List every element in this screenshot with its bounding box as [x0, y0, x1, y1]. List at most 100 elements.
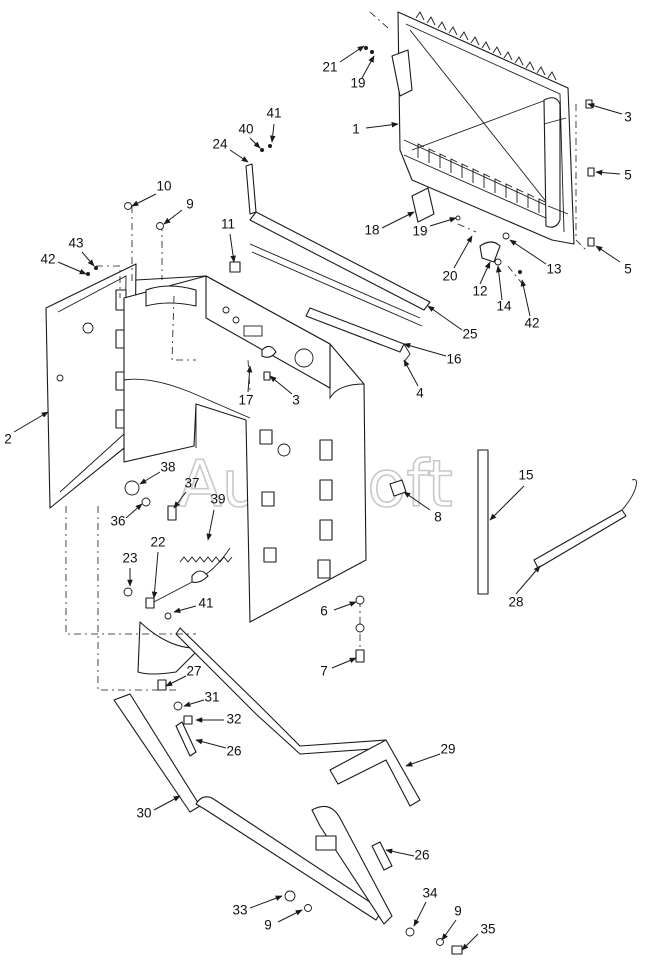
alignment-lines [65, 11, 587, 691]
callout-label: 4 [416, 386, 424, 401]
radiator-fin [448, 26, 458, 173]
callout-label: 5 [624, 262, 632, 277]
callout-leader-line [249, 895, 283, 909]
callout-leader-line [246, 365, 253, 393]
radiator-fin [514, 56, 524, 203]
radiator-fin [525, 61, 535, 208]
callout-leader-line [277, 909, 303, 923]
latch-cable [149, 547, 231, 605]
lower-frame [113, 693, 393, 925]
callout-label: 31 [204, 690, 219, 705]
callout-label: 13 [546, 262, 561, 277]
callout-leader-line [520, 279, 531, 317]
callout-label: 39 [210, 492, 225, 507]
callout-leader-line [495, 265, 503, 301]
callout-label: 3 [292, 393, 300, 408]
callout-label: 5 [624, 168, 632, 183]
link-arm [245, 163, 257, 215]
callout-label: 34 [422, 886, 438, 901]
callout-leader-line [509, 239, 547, 265]
callout-label: 25 [462, 327, 477, 342]
callout-label: 18 [364, 223, 379, 238]
callout-label: 30 [136, 806, 151, 821]
callout-leader-line [361, 55, 375, 79]
callout-label: 41 [266, 106, 281, 121]
prop-rod [533, 479, 637, 569]
callout-leader-line [339, 45, 365, 63]
callout-label: 11 [221, 217, 235, 232]
callout-leader-line [515, 565, 541, 595]
radiator-fin [503, 51, 513, 198]
callout-leader-line [125, 503, 143, 519]
callout-label: 16 [446, 352, 461, 367]
callout-leader-line [131, 193, 157, 207]
spring [179, 556, 233, 563]
callout-leader-line [381, 211, 415, 229]
callout-label: 29 [440, 742, 455, 757]
vertical-strip [477, 449, 489, 595]
callout-label: 41 [198, 596, 213, 611]
callout-leader-line [153, 795, 181, 811]
callout-leader-line [429, 217, 457, 227]
radiator-fin [481, 41, 491, 188]
radiator-fin [459, 31, 469, 178]
callout-leader-line [441, 919, 457, 941]
top-bracket [135, 275, 331, 389]
radiator-fin [536, 66, 546, 213]
callout-leader-line [173, 491, 187, 509]
callout-leader-line [173, 605, 197, 614]
callout-leader-line [489, 485, 525, 521]
callout-leader-line [595, 169, 621, 176]
callout-leader-line [206, 509, 215, 541]
callout-label: 20 [442, 269, 457, 284]
callout-label: 8 [434, 510, 442, 525]
callout-label: 42 [524, 316, 539, 331]
callout-leader-line [461, 933, 479, 951]
callout-label: 15 [518, 468, 533, 483]
callout-leader-line [183, 699, 205, 707]
callout-leader-line [587, 103, 623, 115]
callout-label: 21 [322, 60, 337, 75]
callout-leader-line [403, 359, 419, 387]
callout-label: 7 [320, 664, 328, 679]
callout-label: 36 [110, 514, 125, 529]
callout-label: 27 [186, 664, 201, 679]
support-bar [175, 627, 421, 807]
callout-label: 9 [186, 197, 194, 212]
callout-label: 19 [350, 76, 365, 91]
callout-label: 38 [160, 460, 175, 475]
left-side-panel [45, 263, 137, 509]
callout-leader-line [163, 209, 183, 225]
callout-label: 32 [226, 712, 241, 727]
callout-leader-line [427, 305, 463, 331]
radiator-fin [426, 16, 436, 163]
callout-label: 33 [232, 903, 247, 918]
callout-leader-line [365, 122, 399, 129]
callout-label: 9 [264, 918, 272, 933]
callout-leader-line [479, 261, 491, 285]
callout-leader-line [403, 491, 431, 511]
callout-leader-line [413, 901, 427, 927]
callout-leader-line [333, 601, 357, 611]
callout-leader-line [13, 411, 49, 433]
callout-leader-line [139, 471, 161, 485]
callout-label: 17 [238, 393, 253, 408]
callout-leader-line [57, 261, 87, 275]
radiator-fin [492, 46, 502, 193]
callout-leader-line [595, 245, 621, 263]
callout-label: 14 [496, 299, 512, 314]
callout-label: 28 [508, 595, 523, 610]
callout-label: 9 [454, 904, 462, 919]
callout-label: 23 [122, 551, 137, 566]
callout-label: 2 [4, 432, 12, 447]
callout-leader-line [269, 123, 276, 143]
callout-leader-line [195, 738, 227, 749]
callout-leader-line [385, 848, 415, 857]
lower-left-bracket [137, 621, 201, 675]
callout-leader-line [405, 753, 441, 767]
radiator-fin [437, 21, 447, 168]
callout-label: 19 [412, 224, 427, 239]
callout-leader-line [151, 551, 159, 599]
